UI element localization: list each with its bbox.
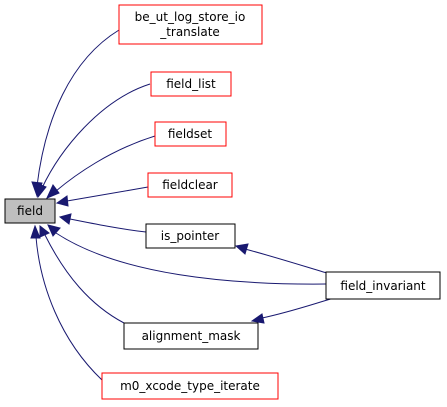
edge-m0-xcode-type-iterate-to-field-arrowhead — [30, 224, 41, 239]
node-fieldset-box — [154, 121, 227, 147]
edge-be-ut-log-store-io-translate-to-field — [36, 29, 120, 187]
edge-field-invariant-to-is-pointer — [244, 248, 331, 275]
edge-field-list-to-field — [41, 83, 151, 189]
node-alignment-mask[interactable]: alignment_mask — [123, 322, 259, 350]
edge-fieldset-to-field-arrowhead — [46, 184, 60, 199]
node-fieldclear-label: fieldclear — [162, 178, 218, 192]
node-fieldclear-box — [147, 172, 233, 198]
node-field-invariant-box — [325, 271, 441, 300]
node-field-label: field — [17, 204, 43, 218]
node-is-pointer-label: is_pointer — [161, 229, 220, 243]
node-alignment-mask-label: alignment_mask — [142, 329, 241, 343]
edge-field-list-to-field-arrowhead — [35, 182, 47, 199]
node-is-pointer[interactable]: is_pointer — [145, 223, 236, 249]
node-fieldset[interactable]: fieldset — [154, 121, 227, 147]
edges — [30, 29, 335, 381]
node-field-list-label: field_list — [166, 77, 216, 91]
edge-is-pointer-to-field-arrowhead — [58, 213, 72, 225]
node-m0-xcode-type-iterate-box — [101, 372, 279, 400]
node-fieldset-label: fieldset — [168, 127, 213, 141]
edge-alignment-mask-to-field — [44, 234, 125, 324]
node-field-box — [4, 198, 56, 224]
edge-fieldset-to-field — [55, 135, 156, 192]
edge-fieldclear-to-field-arrowhead — [55, 195, 69, 207]
edge-field-invariant-to-alignment-mask-arrowhead — [250, 313, 265, 324]
edge-m0-xcode-type-iterate-to-field — [35, 236, 103, 381]
node-field-list[interactable]: field_list — [150, 71, 232, 97]
edge-fieldclear-to-field — [66, 186, 149, 202]
edge-is-pointer-to-field — [69, 218, 147, 233]
node-be-ut-log-store-io-translate[interactable]: be_ut_log_store_io _translate — [118, 4, 263, 45]
node-field[interactable]: field — [4, 198, 56, 224]
node-m0-xcode-type-iterate[interactable]: m0_xcode_type_iterate — [101, 372, 279, 400]
edge-field-invariant-to-field-arrowhead — [47, 224, 61, 237]
node-field-list-box — [150, 71, 232, 97]
node-fieldclear[interactable]: fieldclear — [147, 172, 233, 198]
node-m0-xcode-type-iterate-label: m0_xcode_type_iterate — [120, 379, 260, 393]
edge-field-invariant-to-alignment-mask — [261, 297, 335, 319]
node-field-invariant[interactable]: field_invariant — [325, 271, 441, 300]
edge-alignment-mask-to-field-arrowhead — [39, 224, 50, 238]
node-be-ut-log-store-io-translate-label-line1: be_ut_log_store_io — [135, 10, 246, 24]
edge-field-invariant-to-field — [55, 232, 327, 285]
node-be-ut-log-store-io-translate-box — [118, 4, 263, 45]
node-alignment-mask-box — [123, 322, 259, 350]
edge-field-invariant-to-is-pointer-arrowhead — [234, 243, 249, 255]
node-be-ut-log-store-io-translate-label-line2: _translate — [159, 25, 220, 39]
node-is-pointer-box — [145, 223, 236, 249]
node-field-invariant-label: field_invariant — [340, 279, 426, 293]
